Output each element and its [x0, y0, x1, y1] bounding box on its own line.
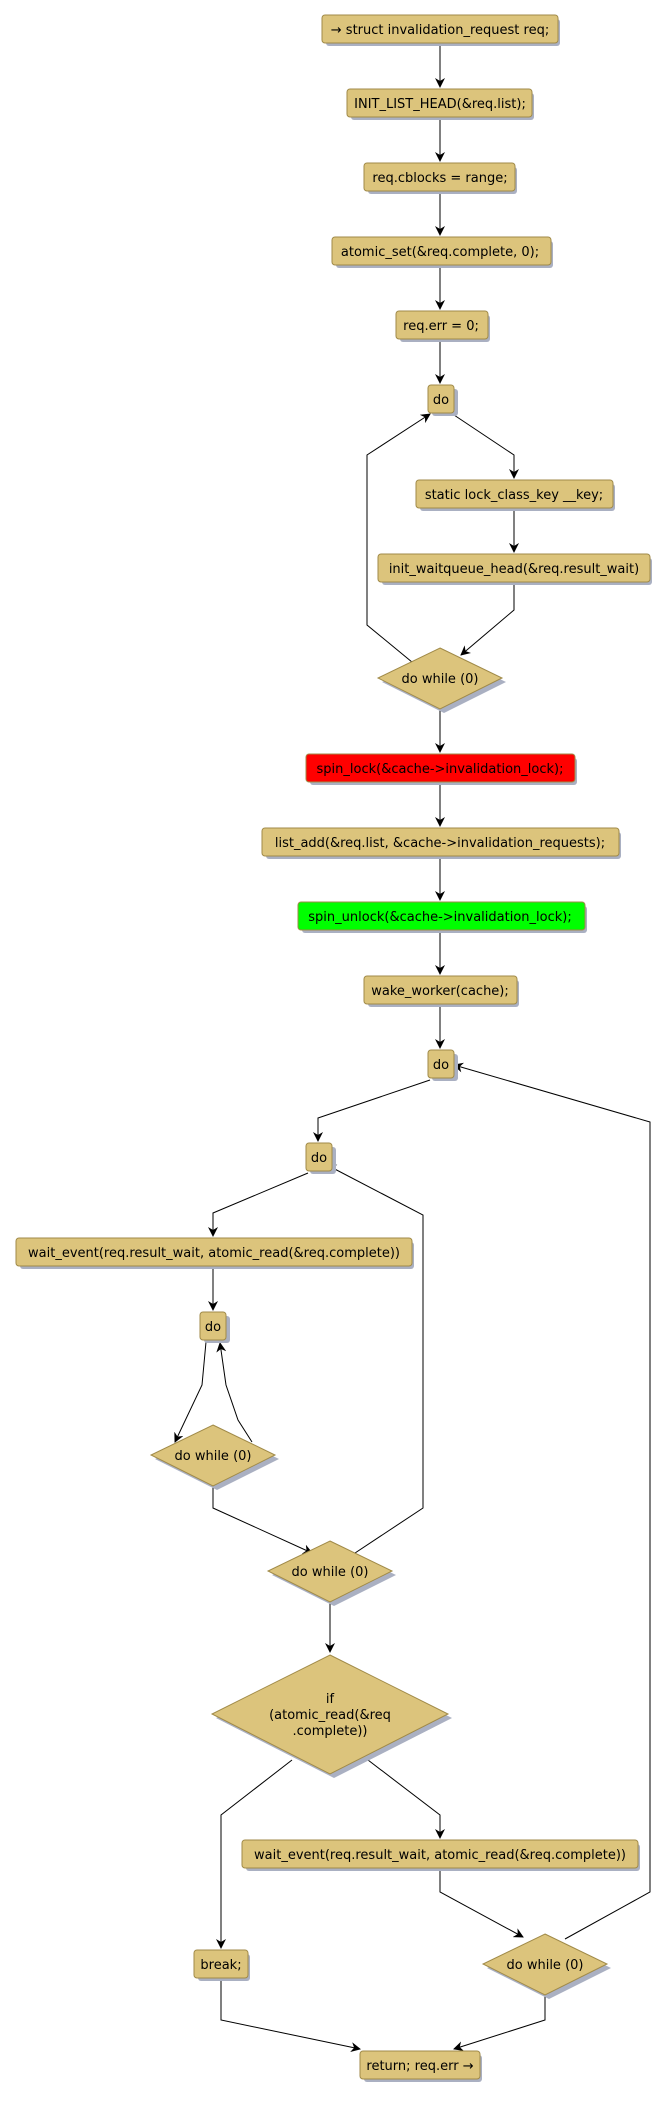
node-do-while-mid: do while (0): [266, 1540, 396, 1606]
edge-dowhileouter-return: [453, 1990, 546, 2052]
node-box: [199, 1311, 227, 1341]
node-label: do while (0): [507, 1958, 584, 1973]
node-label: break;: [200, 1958, 241, 1973]
node-spin-lock: spin_lock(&cache->invalidation_lock);: [305, 753, 577, 785]
edge-break-return: [220, 1979, 361, 2053]
node-label: do while (0): [292, 1565, 369, 1580]
node-label: do: [311, 1151, 327, 1166]
node-label: do while (0): [402, 672, 479, 687]
node-label: return; req.err →: [366, 2059, 473, 2074]
node-box: [261, 827, 620, 857]
node-box: [427, 1049, 455, 1079]
node-label: init_waitqueue_head(&req.result_wait): [389, 562, 639, 577]
node-label: wait_event(req.result_wait, atomic_read(…: [28, 1246, 400, 1261]
node-label: wake_worker(cache);: [371, 984, 509, 999]
edge-dowhileouter-loopback: [453, 1062, 651, 1940]
node-label: INIT_LIST_HEAD(&req.list);: [354, 97, 526, 112]
node-do-1: do: [427, 384, 458, 416]
edge-waitqueue-dowhile1: [460, 582, 515, 656]
node-box: [427, 384, 455, 414]
node-diamond: [210, 1654, 450, 1775]
node-box: [297, 901, 586, 931]
node-wait-event-2: wait_event(req.result_wait, atomic_read(…: [241, 1839, 640, 1871]
node-box: [363, 975, 518, 1005]
node-start: → struct invalidation_request req;: [321, 14, 560, 46]
node-label: do: [433, 393, 449, 408]
node-do-inner: do: [199, 1311, 230, 1343]
edge-doouter-domid: [313, 1079, 431, 1142]
if-label-line-3: .complete)): [293, 1724, 368, 1739]
node-init-waitqueue: init_waitqueue_head(&req.result_wait): [377, 553, 652, 585]
node-label: wait_event(req.result_wait, atomic_read(…: [254, 1848, 626, 1863]
node-box: [415, 479, 614, 509]
node-do-while-inner: do while (0): [149, 1424, 279, 1490]
node-wake-worker: wake_worker(cache);: [363, 975, 519, 1007]
node-diamond: [266, 1540, 394, 1603]
node-box: [363, 162, 516, 192]
edge-domid-wait1: [208, 1172, 309, 1237]
node-do-mid: do: [305, 1142, 336, 1174]
node-box: [359, 2050, 481, 2080]
node-break: break;: [193, 1949, 250, 1981]
nodes: → struct invalidation_request req; INIT_…: [15, 14, 652, 2082]
node-box: [15, 1237, 413, 1267]
node-box: [241, 1839, 639, 1869]
node-box: [305, 753, 576, 783]
node-if: if (atomic_read(&req .complete)): [210, 1654, 452, 1778]
node-box: [395, 310, 489, 340]
node-label: do: [433, 1058, 449, 1073]
node-label: do while (0): [175, 1449, 252, 1464]
edge-dowhilemid-loopback: [326, 1164, 424, 1558]
edge-dowhile1-loopback: [366, 413, 431, 668]
edge-do1-statickey: [450, 412, 519, 479]
node-wait-event-1: wait_event(req.result_wait, atomic_read(…: [15, 1237, 414, 1269]
node-diamond: [149, 1424, 277, 1487]
node-label: spin_lock(&cache->invalidation_lock);: [317, 762, 564, 777]
node-do-while-1: do while (0): [376, 647, 506, 713]
node-label: spin_unlock(&cache->invalidation_lock);: [308, 910, 571, 925]
node-do-outer: do: [427, 1049, 458, 1081]
node-box: [377, 553, 651, 583]
node-box: [193, 1949, 249, 1979]
node-list-add: list_add(&req.list, &cache->invalidation…: [261, 827, 621, 859]
node-spin-unlock: spin_unlock(&cache->invalidation_lock);: [297, 901, 587, 933]
node-cblocks: req.cblocks = range;: [363, 162, 517, 194]
node-label: list_add(&req.list, &cache->invalidation…: [275, 836, 605, 851]
node-label: req.cblocks = range;: [372, 171, 507, 186]
node-err-zero: req.err = 0;: [395, 310, 490, 342]
edge-wait2-dowhileouter: [439, 1869, 524, 1938]
node-init-list: INIT_LIST_HEAD(&req.list);: [346, 88, 534, 120]
node-static-key: static lock_class_key __key;: [415, 479, 615, 511]
node-box: [331, 236, 552, 266]
edge-if-wait2: [367, 1759, 445, 1839]
node-atomic-set: atomic_set(&req.complete, 0);: [331, 236, 553, 268]
node-label: atomic_set(&req.complete, 0);: [341, 245, 539, 260]
node-box: [321, 14, 559, 44]
node-box: [305, 1142, 333, 1172]
node-diamond: [481, 1933, 609, 1996]
node-label: → struct invalidation_request req;: [331, 23, 549, 38]
node-label: static lock_class_key __key;: [425, 488, 603, 503]
node-label: req.err = 0;: [403, 319, 479, 334]
edges: [174, 45, 651, 2053]
if-label-line-2: (atomic_read(&req: [269, 1708, 391, 1723]
node-box: [346, 88, 533, 118]
if-label-line-1: if: [326, 1692, 335, 1707]
edge-if-break: [216, 1759, 293, 1949]
edge-dowhileinner-dowhilemid: [212, 1487, 313, 1554]
edge-doinner-dowhileinner: [174, 1341, 207, 1443]
node-return: return; req.err →: [359, 2050, 482, 2082]
edge-dowhileinner-loopback: [216, 1342, 253, 1443]
node-do-while-outer: do while (0): [481, 1933, 611, 1999]
node-label: do: [205, 1320, 221, 1335]
node-diamond: [376, 647, 504, 710]
